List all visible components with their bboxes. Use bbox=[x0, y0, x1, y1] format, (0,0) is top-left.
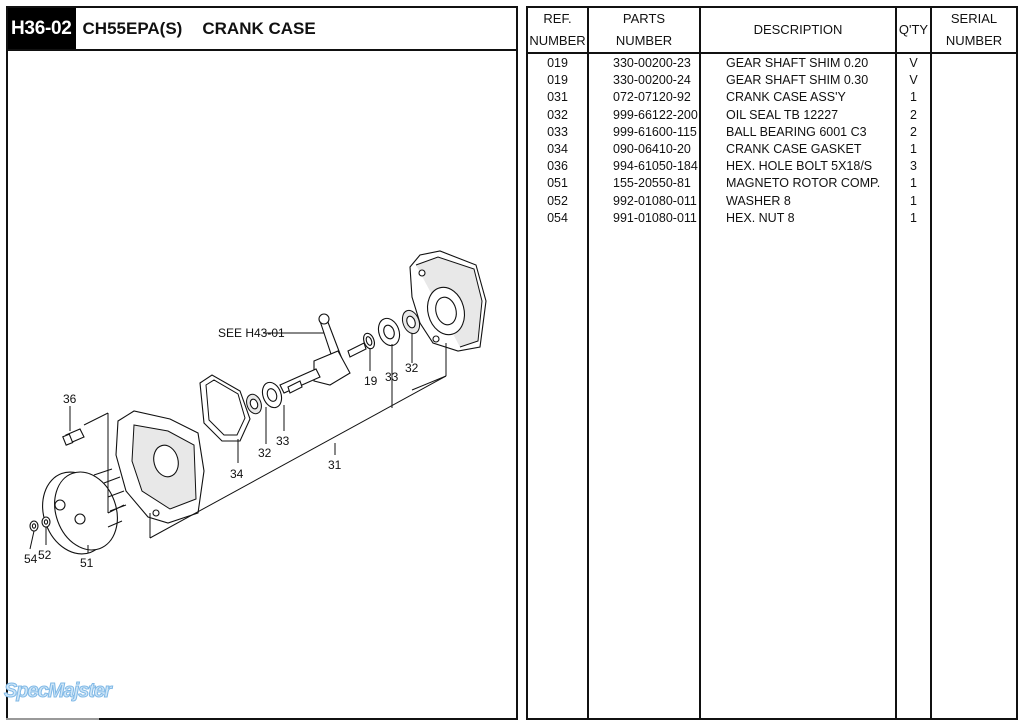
page-code: H36-02 bbox=[8, 8, 76, 49]
qty-cell: 1 bbox=[910, 90, 917, 105]
callout-51: 51 bbox=[80, 556, 94, 570]
part-number-cell: 999-66122-200 bbox=[613, 107, 698, 122]
part-number-cell: 991-01080-011 bbox=[613, 210, 697, 225]
magneto-rotor-51 bbox=[42, 468, 127, 555]
serial-cell bbox=[932, 141, 1016, 158]
serial-cell bbox=[932, 124, 1016, 141]
qty-cell: 1 bbox=[910, 141, 917, 156]
table-body: 019 019 031 032 033 034 036 051 052 054 330-00200… bbox=[528, 53, 1016, 718]
hex-hole-bolt-36 bbox=[62, 428, 85, 446]
callout-see-h43-01: SEE H43-01 bbox=[218, 326, 285, 340]
crank-case-right-half bbox=[409, 250, 487, 352]
qty-cell: V bbox=[909, 56, 918, 70]
qty-cell: 2 bbox=[910, 107, 917, 122]
exploded-parts-diagram: SEE H43-01 19 33 32 31 33 32 34 36 51 52… bbox=[24, 250, 487, 570]
washer-52 bbox=[41, 516, 51, 528]
diagram-panel: H36-02 CH55EPA(S) CRANK CASE bbox=[6, 6, 518, 720]
qty-cell: 2 bbox=[910, 124, 917, 139]
qty-cell: 1 bbox=[910, 210, 917, 225]
watermark-logo: SpecMajster bbox=[4, 680, 113, 703]
crank-case-left-half bbox=[115, 410, 205, 524]
part-number-cell: 999-61600-115 bbox=[613, 124, 697, 139]
model-name: CH55EPA(S) bbox=[82, 18, 183, 38]
ball-bearing-33-right bbox=[377, 317, 401, 347]
description-cell: HEX. HOLE BOLT 5X18/S bbox=[726, 159, 873, 174]
part-number-cell: 155-20550-81 bbox=[613, 176, 691, 191]
part-number-cell: 330-00200-24 bbox=[613, 73, 691, 88]
callout-54: 54 bbox=[24, 552, 38, 566]
serial-cell bbox=[932, 72, 1016, 89]
qty-cell: 1 bbox=[910, 193, 917, 208]
ref-cell: 032 bbox=[547, 107, 568, 122]
page-title: CRANK CASE bbox=[202, 18, 316, 38]
crank-case-gasket-34 bbox=[199, 374, 251, 442]
serial-cell bbox=[932, 158, 1016, 175]
ball-bearing-33-left bbox=[261, 381, 283, 409]
qty-cell: V bbox=[909, 73, 918, 88]
ref-cell: 031 bbox=[547, 90, 568, 105]
ref-cell: 051 bbox=[547, 176, 568, 191]
ref-cell: 033 bbox=[547, 124, 568, 139]
part-number-cell: 090-06410-20 bbox=[613, 141, 691, 156]
ref-cell: 052 bbox=[547, 193, 568, 208]
serial-cell bbox=[932, 210, 1016, 227]
callout-32-right: 32 bbox=[405, 361, 419, 375]
callout-31: 31 bbox=[328, 458, 342, 472]
callout-52: 52 bbox=[38, 548, 52, 562]
description-cell: GEAR SHAFT SHIM 0.20 bbox=[726, 56, 869, 70]
serial-cell bbox=[932, 55, 1016, 72]
description-cell: HEX. NUT 8 bbox=[726, 210, 795, 225]
ref-cell: 054 bbox=[547, 210, 568, 225]
description-cell: CRANK CASE GASKET bbox=[726, 141, 862, 156]
description-cell: BALL BEARING 6001 C3 bbox=[726, 124, 867, 139]
description-cell: MAGNETO ROTOR COMP. bbox=[726, 176, 881, 191]
qty-cell: 1 bbox=[910, 176, 917, 191]
ref-cell: 034 bbox=[547, 141, 568, 156]
callout-33-left: 33 bbox=[276, 434, 290, 448]
header-description: DESCRIPTION bbox=[700, 8, 897, 54]
description-cell: GEAR SHAFT SHIM 0.30 bbox=[726, 73, 869, 88]
title-bar: H36-02 CH55EPA(S) CRANK CASE bbox=[8, 8, 516, 51]
watermark-underline bbox=[6, 718, 99, 720]
serial-cell bbox=[932, 175, 1016, 192]
callout-34: 34 bbox=[230, 467, 244, 481]
description-cell: CRANK CASE ASS'Y bbox=[726, 90, 846, 105]
part-number-cell: 994-61050-184 bbox=[613, 159, 698, 174]
part-number-cell: 330-00200-23 bbox=[613, 56, 691, 70]
callout-33-right: 33 bbox=[385, 370, 399, 384]
ref-cell: 036 bbox=[547, 159, 568, 174]
parts-number-column: 330-00200-23 330-00200-24 072-07120-92 999-… bbox=[588, 53, 701, 718]
callout-19: 19 bbox=[364, 374, 378, 388]
serial-cell bbox=[932, 193, 1016, 210]
crankshaft bbox=[279, 313, 367, 394]
description-cell: OIL SEAL TB 12227 bbox=[726, 107, 839, 122]
callout-36: 36 bbox=[63, 392, 77, 406]
serial-cell bbox=[932, 89, 1016, 106]
leader-lines bbox=[29, 332, 447, 553]
serial-number-column bbox=[931, 53, 1016, 718]
oil-seal-32-right bbox=[401, 309, 421, 335]
description-cell: WASHER 8 bbox=[726, 193, 791, 208]
callout-32-left: 32 bbox=[258, 446, 272, 460]
hex-nut-54 bbox=[29, 520, 39, 532]
header-qty: Q'TY bbox=[896, 8, 932, 54]
oil-seal-32-left bbox=[246, 393, 262, 415]
serial-cell bbox=[932, 107, 1016, 124]
shim-19 bbox=[363, 332, 375, 350]
header-ref-number: REF.NUMBER bbox=[528, 8, 589, 54]
ref-cell: 019 bbox=[547, 56, 568, 70]
part-number-cell: 072-07120-92 bbox=[613, 90, 691, 105]
qty-cell: 3 bbox=[910, 159, 917, 174]
ref-cell: 019 bbox=[547, 73, 568, 88]
part-number-cell: 992-01080-011 bbox=[613, 193, 697, 208]
ref-number-column: 019 019 031 032 033 034 036 051 052 054 bbox=[528, 53, 589, 718]
